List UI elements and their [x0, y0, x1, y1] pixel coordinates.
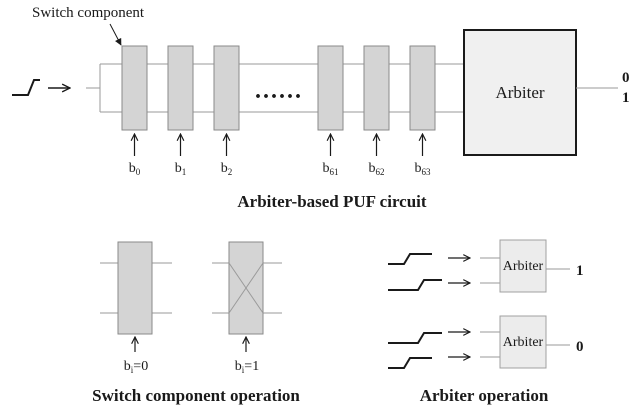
- switch-component: [409, 45, 436, 131]
- challenge-bit-label: b62: [369, 161, 385, 177]
- switch-component: [167, 45, 194, 131]
- output-value-0: 0: [622, 70, 630, 86]
- switch-component: [121, 45, 148, 131]
- arbiter-unit-output: 0: [576, 339, 584, 355]
- arbiter-unit: [499, 315, 547, 369]
- arbiter-block: [463, 29, 577, 156]
- arbiter-unit-label: Arbiter: [503, 259, 544, 274]
- step-input-icon: [12, 79, 40, 96]
- switch-component-straight: [117, 241, 153, 335]
- switch-component: [363, 45, 390, 131]
- switch-crossed-label: bi=1: [235, 359, 259, 375]
- switch-stage: b63: [409, 45, 436, 177]
- challenge-bit-label: b2: [221, 161, 233, 177]
- arbiter-operation-caption: Arbiter operation: [420, 386, 549, 405]
- switch-stage: b1: [167, 45, 194, 177]
- challenge-bit-label: b63: [415, 161, 432, 177]
- puf-circuit: Switch component b0 b1 b2 ......: [12, 5, 630, 211]
- switch-operation-caption: Switch component operation: [92, 386, 300, 405]
- arbiter-operation: Arbiter 1 Arbiter 0 Arbiter operation: [388, 239, 584, 405]
- cross-path: [228, 262, 264, 314]
- switch-straight-label: bi=0: [124, 359, 148, 375]
- switch-component: [317, 45, 344, 131]
- switch-stage: b2: [213, 45, 240, 177]
- puf-circuit-caption: Arbiter-based PUF circuit: [237, 192, 426, 211]
- step-input-icon: [388, 332, 442, 344]
- challenge-bit-label: b61: [323, 161, 339, 177]
- output-value-1: 1: [622, 90, 630, 106]
- step-input-icon: [388, 279, 442, 291]
- step-input-icon: [388, 357, 432, 369]
- arbiter-label: Arbiter: [495, 83, 544, 102]
- arbiter-unit-output: 1: [576, 263, 584, 279]
- challenge-bit-label: b1: [175, 161, 187, 177]
- switch-component: [213, 45, 240, 131]
- switch-stage: b0: [121, 45, 148, 177]
- arbiter-unit-label: Arbiter: [503, 335, 544, 350]
- step-input-icon: [388, 253, 432, 265]
- switch-operation: bi=0 bi=1 Switch component operation: [92, 241, 300, 405]
- callout-arrow-icon: [109, 23, 122, 46]
- arbiter-unit: [499, 239, 547, 293]
- switch-stage: b62: [363, 45, 390, 177]
- switch-stage: b61: [317, 45, 344, 177]
- challenge-bit-label: b0: [129, 161, 141, 177]
- ellipsis: ......: [255, 78, 303, 104]
- switch-component-callout: Switch component: [32, 5, 145, 21]
